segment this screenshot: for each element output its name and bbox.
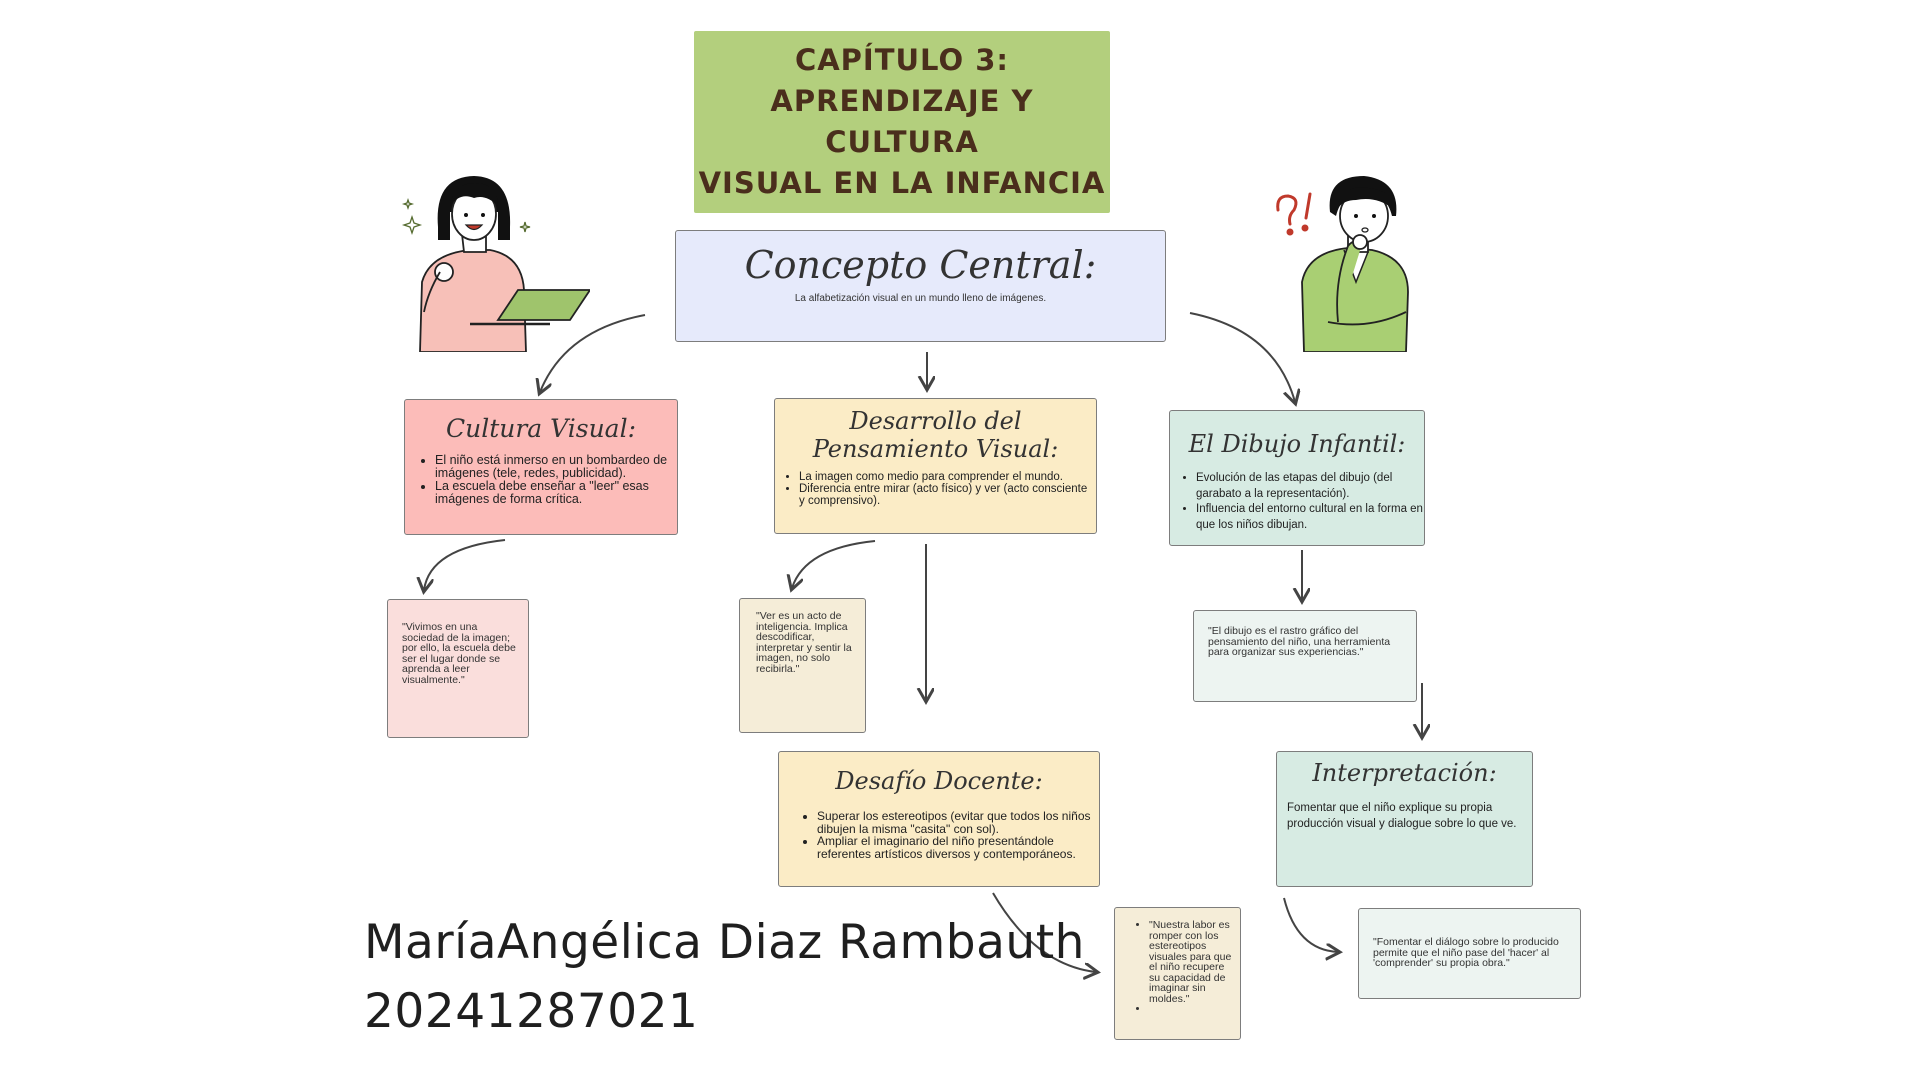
sparkle-icon [401, 197, 531, 236]
author-name: MaríaAngélica Diaz Rambauth [364, 915, 1085, 970]
quote-dibujo-text: "El dibujo es el rastro gráfico del pens… [1208, 625, 1391, 658]
dibujo-infantil-box: El Dibujo Infantil: Evolución de las eta… [1169, 410, 1425, 546]
list-item: La imagen como medio para comprender el … [799, 471, 1096, 483]
central-concept-description: La alfabetización visual en un mundo lle… [794, 293, 1047, 304]
dibujo-infantil-list: Evolución de las etapas del dibujo (del … [1176, 471, 1424, 533]
interpretacion-text: Fomentar que el niño explique su propia … [1287, 802, 1517, 830]
title-box: CAPÍTULO 3: APRENDIZAJE Y CULTURA VISUAL… [694, 31, 1110, 213]
central-concept-heading: Concepto Central: [744, 243, 1097, 287]
arrow-desafio-to-quote [992, 892, 1096, 972]
list-item: "Nuestra labor es romper con los estereo… [1149, 920, 1234, 1004]
arrow-desarrollo-to-quote [792, 540, 876, 588]
girl-with-laptop-illustration [401, 176, 590, 352]
laptop-icon [470, 289, 590, 326]
quote-pensamiento-box: "Ver es un acto de inteligencia. Implica… [739, 598, 866, 733]
list-item: Superar los estereotipos (evitar que tod… [817, 810, 1099, 835]
desafio-docente-heading: Desafío Docente: [835, 767, 1043, 795]
list-item: Evolución de las etapas del dibujo (del … [1196, 471, 1424, 502]
interpretacion-box: Interpretación: Fomentar que el niño exp… [1276, 751, 1533, 887]
desarrollo-heading: Desarrollo del Pensamiento Visual: [812, 407, 1059, 463]
dibujo-infantil-heading: El Dibujo Infantil: [1188, 430, 1406, 458]
quote-docente-list: "Nuestra labor es romper con los estereo… [1131, 920, 1234, 1015]
cultura-visual-list: El niño está inmerso en un bombardeo de … [415, 454, 677, 506]
boy-thinking-illustration [1276, 176, 1409, 352]
quote-dibujo-box: "El dibujo es el rastro gráfico del pens… [1193, 610, 1417, 702]
quote-cultura-text: "Vivimos en una sociedad de la imagen; p… [402, 621, 516, 686]
cultura-visual-heading: Cultura Visual: [445, 414, 637, 443]
quote-interpretacion-text: "Fomentar el diálogo sobre lo producido … [1373, 936, 1559, 969]
list-item: El niño está inmerso en un bombardeo de … [435, 454, 677, 480]
central-concept-box: Concepto Central: La alfabetización visu… [675, 230, 1166, 342]
desafio-docente-box: Desafío Docente: Superar los estereotipo… [778, 751, 1100, 887]
arrow-central-to-cultura [540, 314, 646, 392]
arrow-central-to-dibujo [1189, 312, 1295, 402]
question-exclamation-icon [1276, 192, 1312, 236]
quote-docente-box: "Nuestra labor es romper con los estereo… [1114, 907, 1241, 1040]
interpretacion-heading: Interpretación: [1312, 759, 1497, 787]
page-title: CAPÍTULO 3: APRENDIZAJE Y CULTURA VISUAL… [698, 43, 1106, 200]
list-item: La escuela debe enseñar a "leer" esas im… [435, 480, 677, 506]
quote-pensamiento-text: "Ver es un acto de inteligencia. Implica… [756, 610, 852, 675]
list-item: Diferencia entre mirar (acto físico) y v… [799, 483, 1096, 507]
quote-cultura-box: "Vivimos en una sociedad de la imagen; p… [387, 599, 529, 738]
author-id: 20241287021 [364, 984, 699, 1039]
list-item: Influencia del entorno cultural en la fo… [1196, 502, 1424, 533]
list-item [1149, 1004, 1234, 1015]
list-item: Ampliar el imaginario del niño presentán… [817, 835, 1099, 860]
cultura-visual-box: Cultura Visual: El niño está inmerso en … [404, 399, 678, 535]
desafio-docente-list: Superar los estereotipos (evitar que tod… [797, 810, 1099, 860]
desarrollo-list: La imagen como medio para comprender el … [779, 471, 1096, 507]
arrow-interpretacion-to-quote [1283, 897, 1338, 952]
quote-interpretacion-box: "Fomentar el diálogo sobre lo producido … [1358, 908, 1581, 999]
arrow-cultura-to-quote [424, 539, 506, 590]
desarrollo-pensamiento-box: Desarrollo del Pensamiento Visual: La im… [774, 398, 1097, 534]
